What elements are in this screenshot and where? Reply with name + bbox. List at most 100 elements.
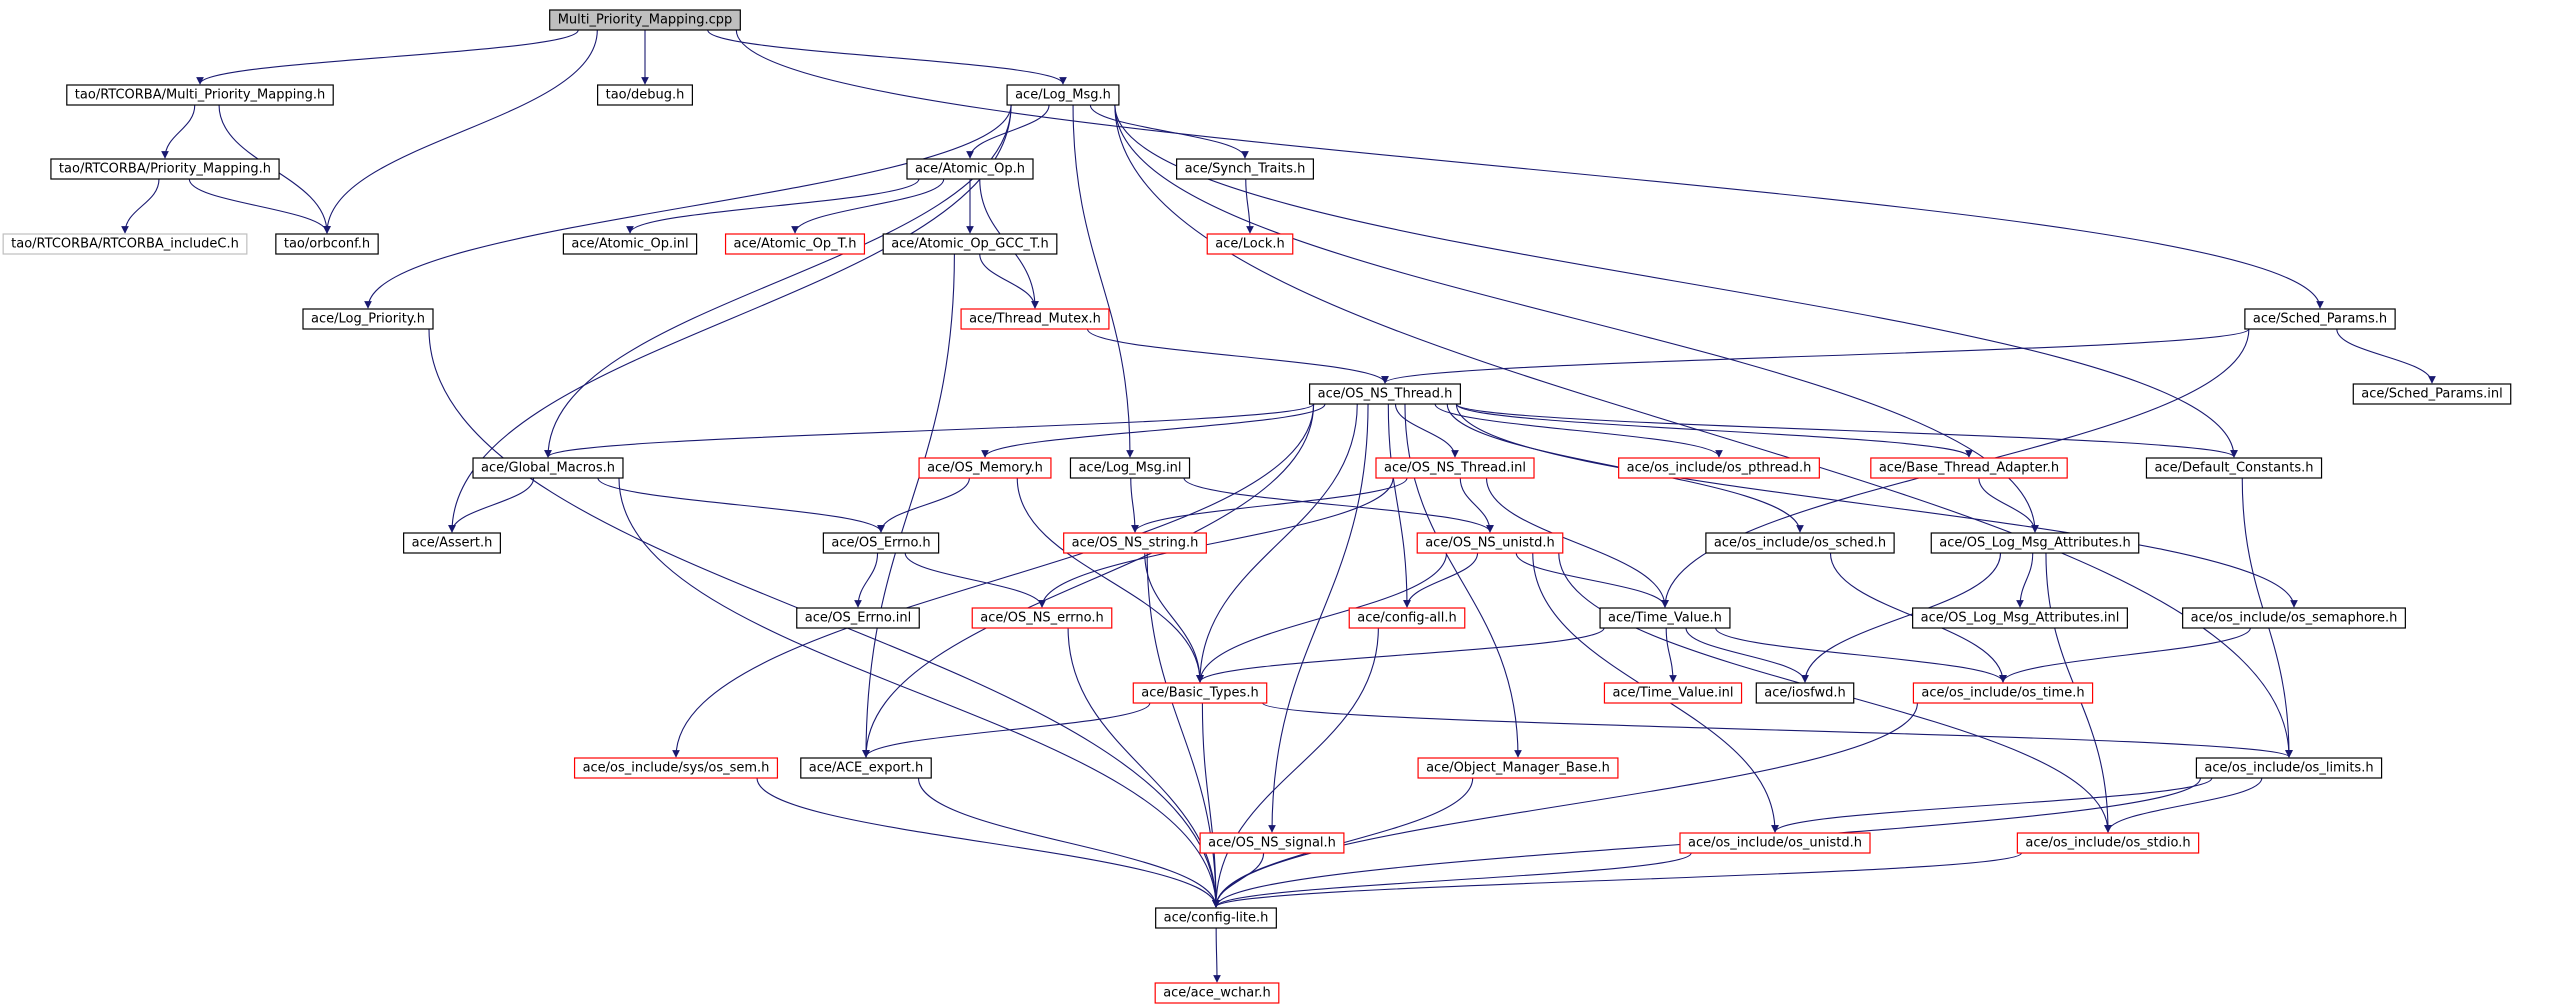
graph-node-sched-params-inl[interactable]: ace/Sched_Params.inl <box>2352 383 2512 405</box>
node-box <box>1912 682 2094 704</box>
edge-os-ns-thread-to-object-manager-base <box>1404 403 1522 758</box>
graph-node-os-ns-thread[interactable]: ace/OS_NS_Thread.h <box>1309 383 1461 405</box>
graph-node-time-value[interactable]: ace/Time_Value.h <box>1599 607 1731 629</box>
node-label: ace/Atomic_Op.h <box>915 162 1025 177</box>
node-label: ace/OS_Memory.h <box>927 461 1043 476</box>
graph-node-basic-types[interactable]: ace/Basic_Types.h <box>1132 682 1268 704</box>
graph-node-os-limits[interactable]: ace/os_include/os_limits.h <box>2195 757 2383 779</box>
graph-node-os-ns-string[interactable]: ace/OS_NS_string.h <box>1063 532 1207 554</box>
node-label: ace/OS_Errno.inl <box>805 611 911 626</box>
edge-os-ns-unistd-to-time-value <box>1515 552 1669 608</box>
edge-log-msg-to-os-log-msg-attributes <box>1114 104 2039 533</box>
graph-node-time-value-inl[interactable]: ace/Time_Value.inl <box>1603 682 1743 704</box>
edge-os-ns-thread-to-basic-types <box>1196 403 1358 683</box>
edge-os-errno-to-os-errno-inl <box>854 552 879 608</box>
graph-node-os-time[interactable]: ace/os_include/os_time.h <box>1912 682 2094 704</box>
edge-os-ns-thread-to-os-pthread <box>1434 403 1723 458</box>
graph-node-os-ns-signal[interactable]: ace/OS_NS_signal.h <box>1199 832 1345 854</box>
graph-node-priority-mapping[interactable]: tao/RTCORBA/Priority_Mapping.h <box>50 158 280 180</box>
node-box <box>2 233 248 255</box>
node-box <box>1912 607 2128 629</box>
graph-node-thread-mutex[interactable]: ace/Thread_Mutex.h <box>960 308 1110 330</box>
graph-node-sched-params[interactable]: ace/Sched_Params.h <box>2244 308 2396 330</box>
graph-node-atomic-op-inl[interactable]: ace/Atomic_Op.inl <box>562 233 698 255</box>
edge-log-msg-inl-to-os-ns-string <box>1130 477 1139 533</box>
edge-os-ns-thread-to-os-memory <box>981 403 1326 458</box>
edge-config-lite-to-ace-wchar <box>1213 927 1221 983</box>
edge-log-msg-to-default-constants <box>1114 104 2238 458</box>
node-label: ace/os_include/os_sched.h <box>1714 536 1886 551</box>
graph-node-log-priority[interactable]: ace/Log_Priority.h <box>302 308 434 330</box>
graph-node-os-errno[interactable]: ace/OS_Errno.h <box>822 532 940 554</box>
graph-node-os-ns-errno[interactable]: ace/OS_NS_errno.h <box>971 607 1113 629</box>
graph-node-os-stdio[interactable]: ace/os_include/os_stdio.h <box>2016 832 2200 854</box>
graph-node-os-errno-inl[interactable]: ace/OS_Errno.inl <box>796 607 920 629</box>
node-label: ace/os_include/os_unistd.h <box>1688 836 1862 851</box>
graph-node-ace-export[interactable]: ace/ACE_export.h <box>800 757 932 779</box>
graph-node-os-semaphore[interactable]: ace/os_include/os_semaphore.h <box>2182 607 2406 629</box>
graph-node-atomic-op-gcc-t[interactable]: ace/Atomic_Op_GCC_T.h <box>882 233 1058 255</box>
graph-node-ace-wchar[interactable]: ace/ace_wchar.h <box>1154 982 1280 1004</box>
graph-node-object-manager-base[interactable]: ace/Object_Manager_Base.h <box>1417 757 1619 779</box>
node-label: ace/os_include/sys/os_sem.h <box>583 761 770 776</box>
graph-node-synch-traits[interactable]: ace/Synch_Traits.h <box>1176 158 1314 180</box>
graph-node-assert[interactable]: ace/Assert.h <box>403 532 501 554</box>
edge-os-limits-to-os-unistd <box>1771 777 2213 833</box>
node-box <box>882 233 1058 255</box>
edge-os-ns-errno-to-config-lite <box>1067 627 1220 908</box>
graph-node-log-msg[interactable]: ace/Log_Msg.h <box>1006 84 1120 106</box>
graph-node-tao-debug[interactable]: tao/debug.h <box>597 84 693 106</box>
node-box <box>1006 84 1120 106</box>
graph-node-os-ns-thread-inl[interactable]: ace/OS_NS_Thread.inl <box>1375 457 1535 479</box>
graph-node-atomic-op-t[interactable]: ace/Atomic_Op_T.h <box>724 233 866 255</box>
node-box <box>562 233 698 255</box>
graph-node-os-log-msg-attributes[interactable]: ace/OS_Log_Msg_Attributes.h <box>1930 532 2140 554</box>
graph-node-global-macros[interactable]: ace/Global_Macros.h <box>472 457 624 479</box>
graph-node-base-thread-adapter[interactable]: ace/Base_Thread_Adapter.h <box>1870 457 2068 479</box>
node-box <box>918 457 1052 479</box>
graph-node-multi-priority-mapping-h[interactable]: tao/RTCORBA/Multi_Priority_Mapping.h <box>66 84 334 106</box>
graph-node-default-constants[interactable]: ace/Default_Constants.h <box>2145 457 2323 479</box>
graph-node-config-lite[interactable]: ace/config-lite.h <box>1155 907 1277 929</box>
edge-os-stdio-to-config-lite <box>1212 852 2022 908</box>
node-label: ace/Thread_Mutex.h <box>969 312 1101 327</box>
node-label: ace/OS_NS_errno.h <box>980 611 1104 626</box>
edge-os-log-msg-attributes-to-os-log-msg-attributes-inl <box>2016 552 2034 608</box>
node-box <box>1618 457 1820 479</box>
edge-atomic-op-to-atomic-op-t <box>791 178 945 234</box>
node-label: tao/debug.h <box>606 88 685 103</box>
graph-node-os-ns-unistd[interactable]: ace/OS_NS_unistd.h <box>1416 532 1564 554</box>
node-box <box>1199 832 1345 854</box>
graph-node-root[interactable]: Multi_Priority_Mapping.cpp <box>549 9 741 31</box>
graph-node-sys-os-sem[interactable]: ace/os_include/sys/os_sem.h <box>573 757 779 779</box>
node-label: ace/os_include/os_semaphore.h <box>2191 611 2398 626</box>
graph-node-os-log-msg-attributes-inl[interactable]: ace/OS_Log_Msg_Attributes.inl <box>1912 607 2128 629</box>
graph-node-iosfwd[interactable]: ace/iosfwd.h <box>1755 682 1855 704</box>
edge-root-to-orbconf <box>323 29 598 234</box>
graph-node-rtcorba-includec[interactable]: tao/RTCORBA/RTCORBA_includeC.h <box>2 233 248 255</box>
graph-node-atomic-op[interactable]: ace/Atomic_Op.h <box>906 158 1034 180</box>
node-label: ace/Time_Value.h <box>1608 611 1722 626</box>
node-label: ace/OS_NS_unistd.h <box>1425 536 1555 551</box>
graph-node-log-msg-inl[interactable]: ace/Log_Msg.inl <box>1069 457 1191 479</box>
node-label: ace/config-all.h <box>1357 611 1457 626</box>
graph-node-orbconf[interactable]: tao/orbconf.h <box>275 233 379 255</box>
edge-priority-mapping-to-rtcorba-includec <box>121 178 160 234</box>
node-box <box>960 308 1110 330</box>
graph-node-os-unistd[interactable]: ace/os_include/os_unistd.h <box>1679 832 1871 854</box>
node-box <box>1309 383 1461 405</box>
graph-node-os-memory[interactable]: ace/OS_Memory.h <box>918 457 1052 479</box>
node-label: tao/RTCORBA/RTCORBA_includeC.h <box>11 237 239 252</box>
node-box <box>724 233 866 255</box>
node-box <box>573 757 779 779</box>
edge-global-macros-to-config-lite <box>618 477 1220 908</box>
node-label: ace/os_include/os_pthread.h <box>1627 461 1812 476</box>
node-label: ace/OS_NS_Thread.inl <box>1384 461 1526 476</box>
node-box <box>1870 457 2068 479</box>
node-label: ace/OS_Log_Msg_Attributes.inl <box>1921 611 2120 626</box>
graph-node-os-sched[interactable]: ace/os_include/os_sched.h <box>1705 532 1895 554</box>
graph-node-lock[interactable]: ace/Lock.h <box>1206 233 1294 255</box>
graph-node-os-pthread[interactable]: ace/os_include/os_pthread.h <box>1618 457 1820 479</box>
graph-node-config-all[interactable]: ace/config-all.h <box>1348 607 1466 629</box>
